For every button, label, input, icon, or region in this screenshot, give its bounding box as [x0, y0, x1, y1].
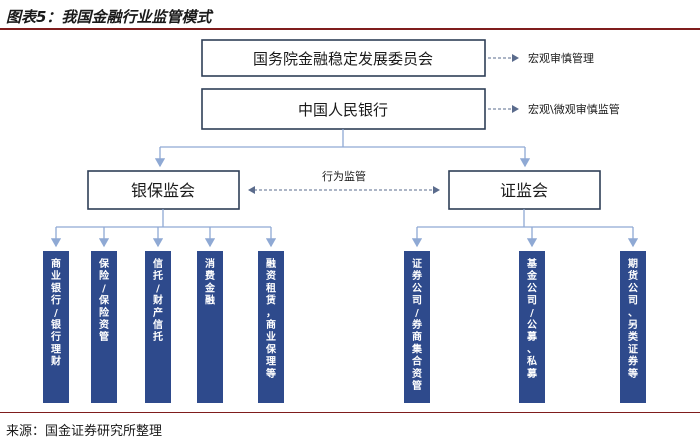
cbirc-child-bar-0: 商业银行/银行理财 [43, 251, 69, 403]
cbirc-child-bar-0-label: 商业银行/银行理财 [50, 257, 62, 368]
fsdc-note: 宏观审慎管理 [528, 51, 594, 65]
source-divider [0, 412, 700, 413]
csrc-child-bar-0-label: 证券公司/券商集合资管 [411, 258, 423, 392]
csrc-child-bar-1-label: 基金公司/公募、私募 [526, 257, 538, 380]
csrc-child-bar-0: 证券公司/券商集合资管 [404, 251, 430, 403]
cbirc-child-bar-1-label: 保险/保险资管 [98, 257, 110, 343]
csrc-child-bar-2-label: 期货公司、另类证券等 [627, 257, 639, 380]
pboc-label: 中国人民银行 [298, 101, 388, 119]
csrc-child-bar-1: 基金公司/公募、私募 [519, 251, 545, 403]
cbirc-label: 银保监会 [131, 181, 195, 200]
csrc-children-connector [411, 209, 639, 248]
cbirc-child-bar-3: 消费金融 [197, 251, 223, 403]
csrc-child-bar-2: 期货公司、另类证券等 [620, 251, 646, 403]
cbirc-box: 银保监会 [87, 170, 240, 210]
institution-bars: 商业银行/银行理财 保险/保险资管 信托/财产信托 消费金融 融资租赁，商业保理等 证券公… [43, 251, 646, 403]
cbirc-child-bar-4: 融资租赁，商业保理等 [258, 251, 284, 403]
pboc-connector [154, 129, 531, 168]
csrc-box: 证监会 [448, 170, 601, 210]
title-divider [0, 28, 700, 30]
cbirc-child-bar-2-label: 信托/财产信托 [152, 257, 163, 343]
cbirc-child-bar-1: 保险/保险资管 [91, 251, 117, 403]
pboc-note: 宏观\微观审慎监管 [528, 102, 620, 116]
csrc-label: 证监会 [500, 181, 548, 200]
cbirc-children-connector [50, 209, 277, 248]
pboc-box: 中国人民银行 [201, 88, 486, 130]
fsdc-label: 国务院金融稳定发展委员会 [253, 50, 433, 68]
source-note: 来源：国金证券研究所整理 [6, 424, 163, 439]
cbirc-child-bar-2: 信托/财产信托 [145, 251, 171, 403]
behavior-label: 行为监管 [322, 169, 366, 183]
cbirc-child-bar-4-label: 融资租赁，商业保理等 [265, 257, 277, 380]
fsdc-box: 国务院金融稳定发展委员会 [201, 39, 486, 77]
figure-title: 图表5：我国金融行业监管模式 [6, 8, 212, 26]
cbirc-child-bar-3-label: 消费金融 [204, 257, 216, 307]
